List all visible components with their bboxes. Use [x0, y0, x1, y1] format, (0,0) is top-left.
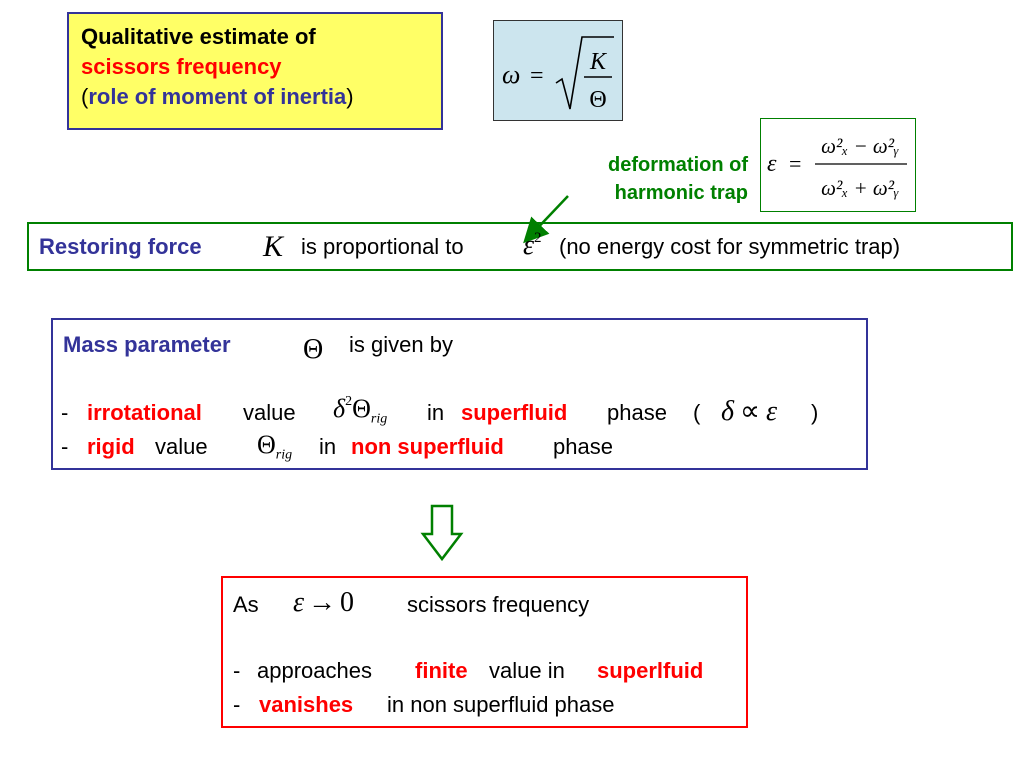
numerator-k: K	[589, 49, 608, 75]
proportional-sign: ∝	[740, 396, 761, 427]
rig-subscript: rig	[370, 411, 388, 427]
proportional-text: is proportional to	[301, 234, 464, 259]
irrotational-keyword: irrotational	[87, 400, 202, 425]
omega-symbol: ω	[502, 60, 520, 89]
theta-symbol: Θ	[303, 334, 324, 365]
mass-parameter-label: Mass parameter	[63, 332, 231, 357]
restoring-force-label: Restoring force	[39, 234, 202, 259]
non-superfluid-phase-text: in non superfluid phase	[387, 692, 615, 717]
phase-word: phase	[607, 400, 667, 425]
epsilon-denominator: ω²ₓ + ω²ᵧ	[821, 176, 899, 200]
conclusion-box: As ε→0 scissors frequency - approaches f…	[221, 576, 748, 728]
epsilon-formula: ε = ω²ₓ − ω²ᵧ ω²ₓ + ω²ᵧ	[767, 134, 907, 200]
epsilon-squared: ε2	[523, 230, 542, 262]
equals-sign: =	[789, 151, 801, 176]
omega-formula: ω = K Θ	[502, 36, 614, 113]
value-in-text: value in	[489, 658, 565, 683]
bullet-dash: -	[233, 692, 241, 717]
deformation-label: deformation of harmonic trap	[548, 151, 748, 207]
vanishes-keyword: vanishes	[259, 692, 354, 717]
implies-arrow-icon	[420, 504, 464, 562]
in-word: in	[427, 400, 445, 425]
symmetric-trap-note: (no energy cost for symmetric trap)	[559, 234, 901, 259]
epsilon-glyph: ε	[293, 587, 305, 618]
restoring-force-box: Restoring force K is proportional to ε2 …	[27, 222, 1013, 271]
epsilon-to-zero: ε→0	[293, 586, 354, 619]
rigid-keyword: rigid	[87, 434, 135, 459]
bullet-dash: -	[61, 400, 69, 425]
rig-subscript: rig	[275, 447, 293, 463]
exponent-2: 2	[345, 394, 353, 409]
superlfuid-keyword: superlfuid	[597, 658, 704, 683]
value-word: value	[155, 434, 208, 459]
delta-glyph: δ	[721, 396, 735, 427]
paren-close: )	[811, 400, 819, 425]
superfluid-keyword: superfluid	[461, 400, 568, 425]
title-line-1: Qualitative estimate of	[81, 24, 316, 49]
arrow-glyph: →	[308, 587, 337, 618]
deformation-label-line-1: deformation of	[608, 154, 748, 176]
title-line-2: scissors frequency	[81, 54, 282, 79]
epsilon-glyph: ε	[523, 230, 535, 261]
bullet-dash: -	[233, 658, 241, 683]
paren-open: (	[81, 84, 89, 109]
in-word: in	[319, 434, 337, 459]
scissors-frequency-text: scissors frequency	[407, 592, 590, 617]
epsilon-glyph: ε	[766, 396, 778, 427]
mass-parameter-box: Mass parameter Θ is given by - irrotatio…	[51, 318, 868, 470]
as-word: As	[233, 592, 259, 617]
delta-glyph: δ	[333, 394, 346, 423]
denominator-theta: Θ	[589, 87, 606, 113]
theta-glyph: Θ	[257, 430, 276, 459]
delta-squared-theta-rig: δ2Θrig	[333, 394, 387, 427]
paren-open: (	[693, 400, 701, 425]
epsilon-formula-box: ε = ω²ₓ − ω²ᵧ ω²ₓ + ω²ᵧ	[760, 118, 916, 212]
delta-proportional-epsilon: δ∝ε	[721, 394, 777, 428]
epsilon-numerator: ω²ₓ − ω²ᵧ	[821, 134, 899, 158]
exponent-2: 2	[534, 230, 542, 246]
finite-keyword: finite	[415, 658, 468, 683]
epsilon-symbol: ε	[767, 151, 777, 177]
approaches-text: approaches	[257, 658, 372, 683]
theta-rig: Θrig	[257, 430, 292, 463]
sqrt-sign	[555, 36, 614, 110]
deformation-label-line-2: harmonic trap	[614, 182, 748, 204]
title-line-3: (role of moment of inertia)	[81, 82, 429, 112]
omega-formula-box: ω = K Θ	[493, 20, 623, 121]
title-box: Qualitative estimate of scissors frequen…	[67, 12, 443, 130]
equals-sign: =	[530, 63, 544, 89]
non-superfluid-keyword: non superfluid	[351, 434, 504, 459]
bullet-dash: -	[61, 434, 69, 459]
k-symbol: K	[263, 230, 284, 263]
given-by-text: is given by	[349, 332, 453, 357]
zero-glyph: 0	[340, 587, 355, 618]
title-line-3-main: role of moment of inertia	[88, 84, 347, 109]
value-word: value	[243, 400, 296, 425]
paren-close: )	[346, 84, 354, 109]
theta-glyph: Θ	[352, 394, 371, 423]
phase-word: phase	[553, 434, 613, 459]
